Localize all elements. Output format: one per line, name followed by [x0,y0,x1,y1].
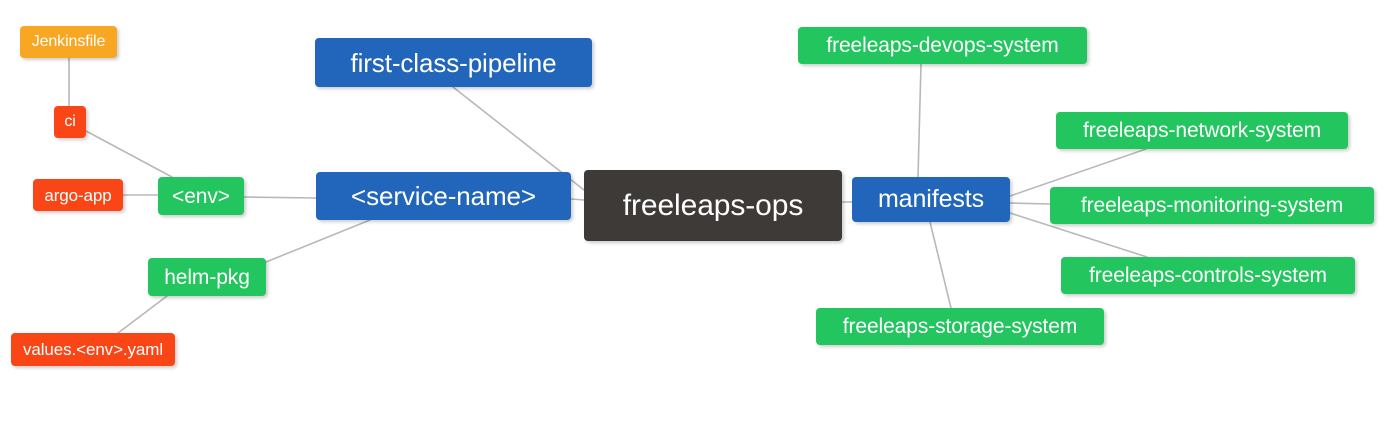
edge-manifests-to-freeleaps-storage-system [929,221,952,309]
node-freeleaps-controls-system[interactable]: freeleaps-controls-system [1061,257,1355,294]
edge-freeleaps-ops-to-service-name [570,198,585,201]
node-freeleaps-ops[interactable]: freeleaps-ops [584,170,842,241]
node-freeleaps-monitoring-system[interactable]: freeleaps-monitoring-system [1050,187,1374,224]
node-label-freeleaps-devops-system: freeleaps-devops-system [826,34,1059,57]
node-label-freeleaps-storage-system: freeleaps-storage-system [842,315,1078,338]
node-label-freeleaps-network-system: freeleaps-network-system [1082,119,1321,142]
edge-env-to-ci [85,130,173,178]
node-label-argo-app: argo-app [44,185,112,205]
node-freeleaps-network-system[interactable]: freeleaps-network-system [1056,112,1348,149]
edge-service-name-to-env [243,196,317,199]
node-label-freeleaps-monitoring-system: freeleaps-monitoring-system [1080,194,1344,217]
node-label-values-env-yaml: values.<env>.yaml [22,340,164,359]
node-ci[interactable]: ci [54,106,86,138]
node-jenkinsfile[interactable]: Jenkinsfile [20,26,117,58]
node-service-name[interactable]: <service-name> [316,172,571,220]
node-label-manifests: manifests [877,185,985,213]
edge-helm-pkg-to-values-env-yaml [117,295,168,334]
node-label-env: <env> [172,184,230,208]
node-label-helm-pkg: helm-pkg [164,265,250,289]
node-argo-app[interactable]: argo-app [33,179,123,211]
node-label-freeleaps-ops: freeleaps-ops [622,188,804,222]
node-freeleaps-storage-system[interactable]: freeleaps-storage-system [816,308,1104,345]
node-label-service-name: <service-name> [350,181,537,211]
node-values-env-yaml[interactable]: values.<env>.yaml [11,333,175,366]
node-label-first-class-pipeline: first-class-pipeline [350,47,557,78]
node-label-freeleaps-controls-system: freeleaps-controls-system [1089,264,1327,287]
node-manifests[interactable]: manifests [852,177,1010,222]
node-helm-pkg[interactable]: helm-pkg [148,258,266,296]
edge-service-name-to-helm-pkg [265,219,371,263]
edge-manifests-to-freeleaps-devops-system [917,63,922,178]
edge-manifests-to-freeleaps-monitoring-system [1009,202,1051,205]
node-label-ci: ci [64,113,76,130]
node-env[interactable]: <env> [158,177,244,215]
node-freeleaps-devops-system[interactable]: freeleaps-devops-system [798,27,1087,64]
node-first-class-pipeline[interactable]: first-class-pipeline [315,38,592,87]
node-label-jenkinsfile: Jenkinsfile [31,33,106,50]
